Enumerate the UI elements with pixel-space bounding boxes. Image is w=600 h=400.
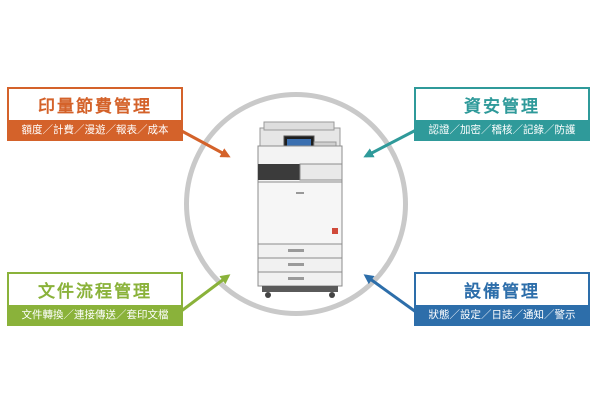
arrow-workflow bbox=[179, 274, 231, 314]
box-title: 印量節費管理 bbox=[38, 97, 152, 117]
arrow-device bbox=[363, 274, 417, 314]
box-title: 資安管理 bbox=[464, 97, 540, 117]
box-title: 文件流程管理 bbox=[38, 282, 152, 302]
security-management-box: 資安管理 認證／加密／稽核／記錄／防護 bbox=[414, 87, 590, 141]
box-subtitle: 狀態／設定／日誌／通知／警示 bbox=[416, 305, 588, 324]
box-subtitle: 額度／計費／漫遊／報表／成本 bbox=[9, 120, 181, 139]
print-cost-management-box: 印量節費管理 額度／計費／漫遊／報表／成本 bbox=[7, 87, 183, 141]
arrow-security bbox=[363, 127, 419, 158]
multifunction-printer-icon bbox=[257, 121, 343, 298]
document-workflow-management-box: 文件流程管理 文件轉換／連接傳送／套印文檔 bbox=[7, 272, 183, 326]
box-subtitle: 認證／加密／稽核／記錄／防護 bbox=[416, 120, 588, 139]
box-subtitle: 文件轉換／連接傳送／套印文檔 bbox=[9, 305, 181, 324]
device-management-box: 設備管理 狀態／設定／日誌／通知／警示 bbox=[414, 272, 590, 326]
center-ring bbox=[184, 92, 408, 316]
box-title: 設備管理 bbox=[464, 282, 540, 302]
arrow-print bbox=[177, 127, 231, 158]
